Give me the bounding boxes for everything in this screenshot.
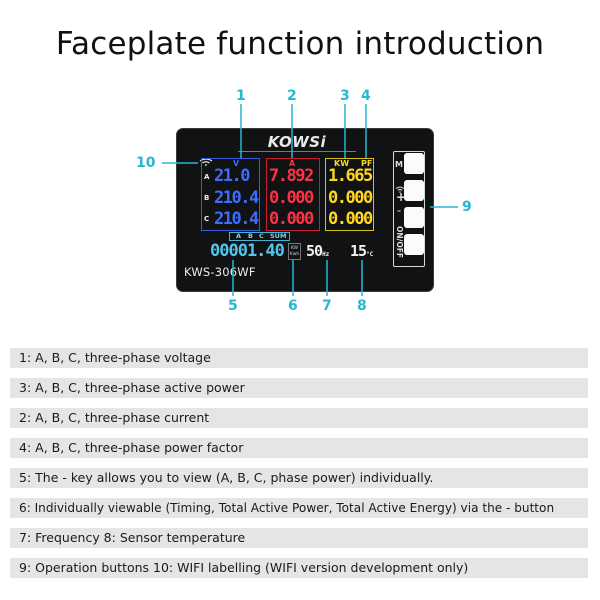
page-title: Faceplate function introduction	[55, 26, 545, 62]
callout-3: 3	[340, 88, 350, 104]
phase-tab-a: A	[236, 232, 242, 240]
callout-4: 4	[361, 88, 371, 104]
button-panel	[393, 151, 425, 267]
current-header: A	[289, 159, 296, 168]
brand-logo: KOWSi	[267, 133, 327, 151]
voltage-c: 210.4	[214, 209, 259, 229]
voltage-header: V	[233, 159, 240, 168]
phase-tab-b: B	[248, 232, 253, 240]
frequency-readout: 50Hz	[306, 242, 329, 264]
frequency-unit: Hz	[322, 251, 330, 258]
caption-row: 7: Frequency 8: Sensor temperature	[10, 528, 588, 548]
energy-unit-badge: KW Kwh	[288, 243, 301, 260]
power-c: 0.000	[328, 209, 373, 229]
callout-7: 7	[322, 298, 332, 314]
power-a: 1.665	[328, 166, 373, 186]
voltage-b: 210.4	[214, 188, 259, 208]
m-button[interactable]	[404, 153, 424, 174]
caption-row: 1: A, B, C, three-phase voltage	[10, 348, 588, 368]
minus-button[interactable]	[404, 207, 424, 228]
caption-row: 4: A, B, C, three-phase power factor	[10, 438, 588, 458]
current-b: 0.000	[269, 188, 314, 208]
meter-faceplate	[176, 128, 434, 292]
caption-row: 6: Individually viewable (Timing, Total …	[10, 498, 588, 518]
frequency-value: 50	[306, 242, 323, 260]
side-label-plus: +	[396, 190, 407, 204]
callout-8: 8	[357, 298, 367, 314]
side-wifi-icon	[395, 186, 405, 193]
power-header: KW	[334, 159, 350, 168]
current-a: 7.892	[269, 166, 314, 186]
row-label-a: A	[204, 173, 210, 181]
voltage-a: 21.0	[214, 166, 250, 186]
power-panel	[325, 158, 374, 231]
onoff-button[interactable]	[404, 234, 424, 255]
caption-row: 3: A, B, C, three-phase active power	[10, 378, 588, 398]
temperature-value: 15	[350, 242, 367, 260]
energy-unit: KW Kwh	[289, 246, 300, 257]
pf-header: PF	[361, 159, 373, 168]
side-label-m: M	[395, 160, 403, 169]
side-label-minus: –	[397, 206, 401, 215]
temperature-unit: °C	[366, 251, 374, 258]
voltage-panel	[201, 158, 260, 231]
callout-1: 1	[236, 88, 246, 104]
current-panel	[266, 158, 320, 231]
plus-button[interactable]	[404, 180, 424, 201]
brand-underline	[238, 151, 356, 152]
row-label-c: C	[204, 215, 210, 223]
callout-5: 5	[228, 298, 238, 314]
callout-10: 10	[136, 155, 156, 171]
power-b: 0.000	[328, 188, 373, 208]
temperature-readout: 15°C	[350, 242, 373, 264]
row-label-b: B	[204, 194, 210, 202]
callout-9: 9	[462, 199, 472, 215]
callout-6: 6	[288, 298, 298, 314]
caption-row: 2: A, B, C, three-phase current	[10, 408, 588, 428]
energy-readout: 00001.40	[210, 241, 285, 261]
callout-2: 2	[287, 88, 297, 104]
phase-selector: A B C SUM	[229, 232, 290, 241]
model-label: KWS-306WF	[184, 265, 256, 279]
phase-tab-c: C	[259, 232, 264, 240]
phase-tab-sum: SUM	[270, 232, 287, 240]
current-c: 0.000	[269, 209, 314, 229]
caption-row: 9: Operation buttons 10: WIFI labelling …	[10, 558, 588, 578]
caption-row: 5: The - key allows you to view (A, B, C…	[10, 468, 588, 488]
